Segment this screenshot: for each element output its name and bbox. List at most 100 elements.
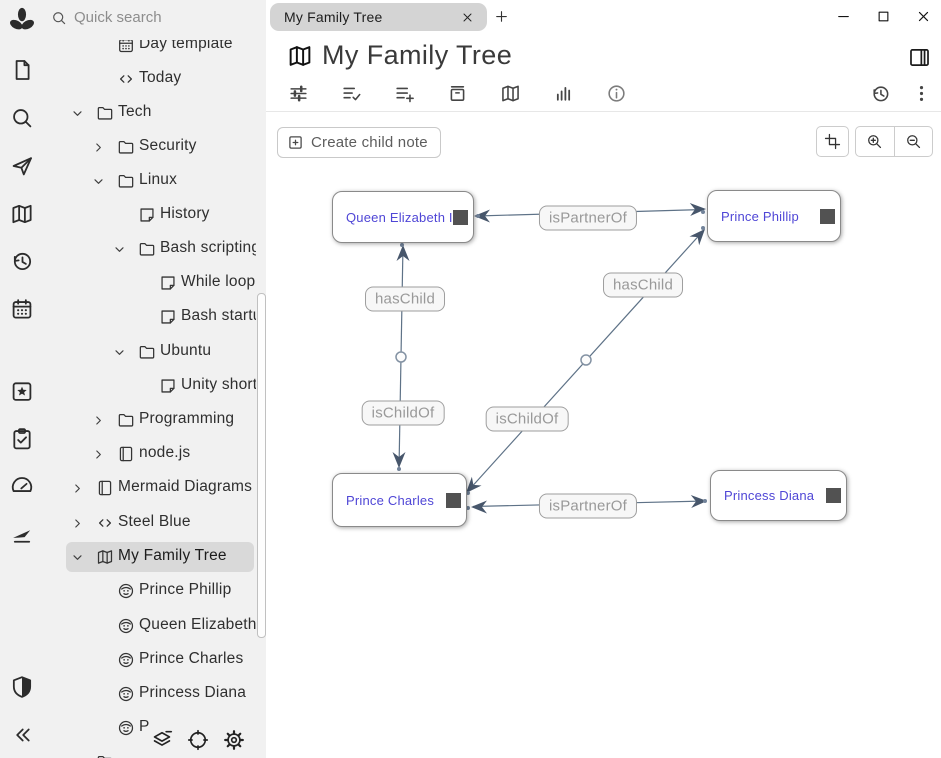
basic-properties-icon[interactable] <box>288 83 309 104</box>
note-icon <box>159 308 177 326</box>
tree-item-mermaid-diagrams[interactable]: Mermaid Diagrams <box>45 471 256 505</box>
node-drag-handle[interactable] <box>826 488 841 503</box>
edge-label-ischildof: isChildOf <box>485 406 569 432</box>
tree-scrollbar[interactable] <box>257 293 266 638</box>
new-note-icon[interactable] <box>10 58 34 82</box>
tree-item-unity-shortc[interactable]: Unity shortc <box>45 369 256 403</box>
folder-icon <box>117 411 135 429</box>
map-node-title[interactable]: Prince Charles <box>346 492 435 508</box>
zoom-in-icon <box>866 133 883 150</box>
node-drag-handle[interactable] <box>820 208 835 224</box>
tree-item-bash-startu[interactable]: Bash startu <box>45 300 256 334</box>
tree-action-bar <box>148 726 260 756</box>
bookmarked-calendar-icon[interactable] <box>10 379 34 403</box>
maximize-icon[interactable] <box>876 9 891 24</box>
zoom-out-button[interactable] <box>895 127 933 156</box>
chevron-down-icon[interactable] <box>71 551 84 564</box>
new-tab-button[interactable] <box>494 9 509 24</box>
tree-item-label: While loop <box>181 273 256 290</box>
dashboard-icon[interactable] <box>10 475 34 499</box>
search-icon[interactable] <box>10 106 34 130</box>
info-icon[interactable] <box>606 83 627 104</box>
tree-item-p[interactable]: P <box>45 711 256 745</box>
person-icon <box>117 617 135 635</box>
file-plus-icon <box>287 134 304 151</box>
folder-icon <box>138 240 156 258</box>
folder-icon <box>117 138 135 156</box>
tree-item-label: Prince Charles <box>139 650 244 667</box>
archive-icon[interactable] <box>447 83 468 104</box>
tree-item-label: Queen Elizabeth <box>139 616 256 633</box>
tree-item-while-loop[interactable]: While loop <box>45 266 256 300</box>
chevron-right-icon[interactable] <box>92 414 105 427</box>
map-node-title[interactable]: Prince Phillip <box>721 208 799 224</box>
tab-close-icon[interactable] <box>461 11 474 24</box>
tree-item-bash-scripting[interactable]: Bash scripting <box>45 232 256 266</box>
tree-item-security[interactable]: Security <box>45 130 256 164</box>
reset-pan-zoom-button[interactable] <box>816 126 849 157</box>
recent-changes-icon[interactable] <box>10 249 34 273</box>
owned-attributes-icon[interactable] <box>341 83 362 104</box>
map-node-queen-elizabeth-ii[interactable]: Queen Elizabeth II <box>332 191 474 243</box>
person-icon <box>117 685 135 703</box>
map-node-title[interactable]: Queen Elizabeth II <box>346 209 457 225</box>
page-title[interactable]: My Family Tree <box>322 40 513 70</box>
map-node-prince-charles[interactable]: Prince Charles <box>332 473 467 527</box>
target-icon[interactable] <box>187 729 209 751</box>
edge-label-ispartnerof: isPartnerOf <box>538 205 638 231</box>
tree-item-history[interactable]: History <box>45 198 256 232</box>
tree-item-queen-elizabeth[interactable]: Queen Elizabeth <box>45 609 256 643</box>
layers-minus-icon[interactable] <box>151 729 173 751</box>
tree-item-tech[interactable]: Tech <box>45 96 256 130</box>
note-map-icon[interactable] <box>10 202 34 226</box>
quick-search-input[interactable] <box>72 8 241 27</box>
quick-search[interactable] <box>45 0 266 40</box>
chevron-down-icon[interactable] <box>71 107 84 120</box>
create-child-note-button[interactable]: Create child note <box>277 127 441 158</box>
task-list-icon[interactable] <box>10 427 34 451</box>
toggle-right-pane-icon[interactable] <box>908 46 931 69</box>
map-tab-icon[interactable] <box>500 83 521 104</box>
node-drag-handle[interactable] <box>446 492 461 508</box>
zoom-in-button[interactable] <box>856 127 895 156</box>
chevron-right-icon[interactable] <box>92 448 105 461</box>
chevron-right-icon[interactable] <box>71 482 84 495</box>
tree-item-programming[interactable]: Programming <box>45 403 256 437</box>
kebab-menu-icon[interactable] <box>911 83 932 104</box>
promoted-attributes-icon[interactable] <box>394 83 415 104</box>
trilium-logo-icon[interactable] <box>8 7 36 35</box>
tree-item-steel-blue[interactable]: Steel Blue <box>45 506 256 540</box>
travel-icon[interactable] <box>10 523 34 547</box>
minimize-icon[interactable] <box>836 9 851 24</box>
calendar-icon[interactable] <box>10 297 34 321</box>
chevron-down-icon[interactable] <box>113 243 126 256</box>
chevron-down-icon[interactable] <box>113 346 126 359</box>
chevron-down-icon[interactable] <box>92 175 105 188</box>
map-node-prince-phillip[interactable]: Prince Phillip <box>707 190 841 242</box>
similar-notes-icon[interactable] <box>553 83 574 104</box>
note-revisions-icon[interactable] <box>870 83 891 104</box>
tree-item-prince-charles[interactable]: Prince Charles <box>45 643 256 677</box>
tree-item-label: Ubuntu <box>160 342 212 359</box>
tree-item-partial[interactable] <box>45 745 256 758</box>
tree-item-my-family-tree[interactable]: My Family Tree <box>45 540 256 574</box>
tree-item-princess-diana[interactable]: Princess Diana <box>45 677 256 711</box>
tree-item-ubuntu[interactable]: Ubuntu <box>45 335 256 369</box>
jump-to-note-icon[interactable] <box>10 154 34 178</box>
ribbon-divider <box>266 111 941 112</box>
tree-item-linux[interactable]: Linux <box>45 164 256 198</box>
gear-icon[interactable] <box>223 729 245 751</box>
tab-my-family-tree[interactable]: My Family Tree <box>270 3 487 31</box>
shield-icon[interactable] <box>10 675 34 699</box>
tree-item-prince-phillip[interactable]: Prince Phillip <box>45 574 256 608</box>
chevron-right-icon[interactable] <box>92 141 105 154</box>
tree-item-node-js[interactable]: node.js <box>45 437 256 471</box>
node-drag-handle[interactable] <box>453 209 468 225</box>
tree-item-today[interactable]: Today <box>45 62 256 96</box>
map-node-princess-diana[interactable]: Princess Diana <box>710 470 847 521</box>
map-node-title[interactable]: Princess Diana <box>724 488 815 503</box>
collapse-sidebar-icon[interactable] <box>10 723 34 747</box>
chevron-right-icon[interactable] <box>71 517 84 530</box>
close-icon[interactable] <box>916 9 931 24</box>
